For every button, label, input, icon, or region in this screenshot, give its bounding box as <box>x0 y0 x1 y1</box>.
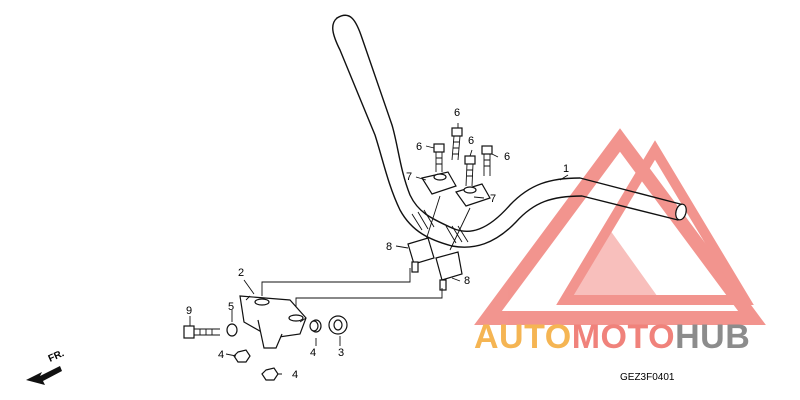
callout-2: 2 <box>238 267 244 279</box>
lower-holder-left <box>407 237 435 273</box>
callout-6c: 6 <box>468 135 474 147</box>
callout-labels: 1 2 3 4 4 4 5 6 6 6 6 7 7 8 8 9 <box>186 107 569 381</box>
callout-6d: 6 <box>504 151 510 163</box>
front-arrow-icon <box>26 366 62 385</box>
svg-text:AUTOMOTOHUB: AUTOMOTOHUB <box>474 318 750 356</box>
callout-8b: 8 <box>464 275 470 287</box>
bolt-6b <box>433 143 445 172</box>
callout-8a: 8 <box>386 241 392 253</box>
nut-4b <box>261 367 279 381</box>
lower-holder-right <box>435 251 463 291</box>
collar-3 <box>328 315 348 335</box>
callout-5: 5 <box>228 301 234 313</box>
nut-4c <box>309 320 319 332</box>
callout-4b: 4 <box>292 369 298 381</box>
watermark-word-auto: AUTO <box>474 318 572 356</box>
watermark-word-moto: MOTO <box>572 318 675 356</box>
upper-holder-left <box>421 171 457 195</box>
front-direction-indicator: FR. <box>26 348 66 385</box>
nut-4a <box>233 349 251 363</box>
bolt-6c <box>464 155 476 187</box>
upper-holder-right <box>455 183 491 207</box>
bracket-guide-lines <box>261 268 443 310</box>
front-direction-label: FR. <box>47 348 66 365</box>
lower-leader-lines <box>189 279 341 375</box>
diagram-code: GEZ3F0401 <box>620 372 675 383</box>
callout-1: 1 <box>563 163 569 175</box>
callout-7b: 7 <box>490 193 496 205</box>
callout-4c: 4 <box>310 347 316 359</box>
holder-base <box>239 295 307 349</box>
callout-4a: 4 <box>218 349 224 361</box>
bolt-6a <box>451 127 463 161</box>
watermark-logo <box>474 128 766 325</box>
callout-6b: 6 <box>416 141 422 153</box>
bolt-6d <box>481 145 493 176</box>
handlebar-pipe <box>332 14 687 248</box>
leader-lines <box>395 123 569 282</box>
bolt-9 <box>183 325 220 339</box>
callout-9: 9 <box>186 305 192 317</box>
watermark-text: AUTOMOTOHUB <box>474 318 750 356</box>
callout-3: 3 <box>338 347 344 359</box>
callout-7a: 7 <box>406 171 412 183</box>
callout-6a: 6 <box>454 107 460 119</box>
watermark-word-hub: HUB <box>675 318 750 356</box>
